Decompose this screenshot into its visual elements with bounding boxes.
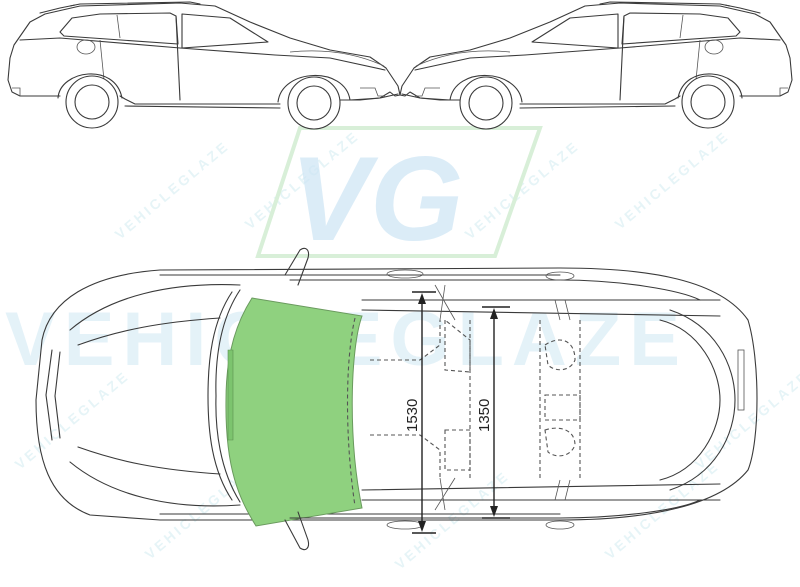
windscreen-glass[interactable] <box>225 297 363 527</box>
watermark-vg-logo: VG <box>255 126 543 266</box>
svg-text:1530: 1530 <box>404 399 421 432</box>
svg-text:VG: VG <box>290 132 463 266</box>
dimension-1350: 1350 <box>476 306 510 519</box>
mirror-left <box>284 247 310 286</box>
mirror-right <box>284 511 310 551</box>
svg-text:1350: 1350 <box>476 399 493 432</box>
dimension-1530: 1530 <box>404 291 436 534</box>
